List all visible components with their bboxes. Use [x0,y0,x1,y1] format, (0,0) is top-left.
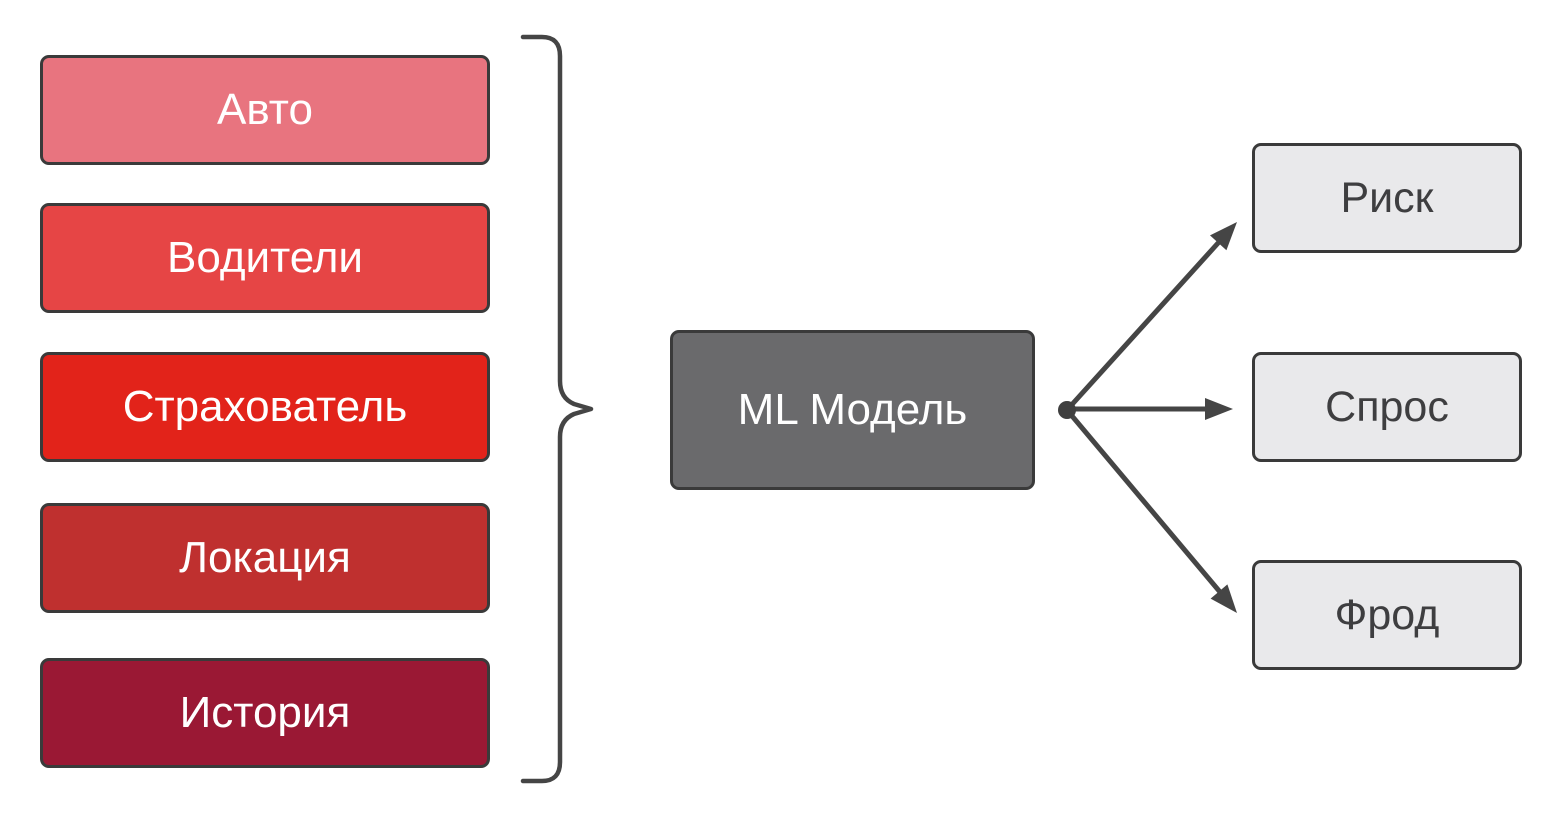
arrow-fraud-line [1065,408,1222,594]
ml-model-box: ML Модель [670,330,1035,490]
input-box-location: Локация [40,503,490,613]
output-box-fraud: Фрод [1252,560,1522,670]
output-box-risk: Риск [1252,143,1522,253]
input-box-location-label: Локация [179,533,351,582]
input-box-history-label: История [179,688,351,737]
input-box-auto-label: Авто [217,85,313,134]
input-box-history: История [40,658,490,768]
input-box-drivers: Водители [40,203,490,313]
output-box-risk-label: Риск [1340,173,1434,222]
junction-dot [1058,401,1076,419]
output-box-demand: Спрос [1252,352,1522,462]
inputs-brace [520,34,594,784]
input-box-auto: Авто [40,55,490,165]
output-box-fraud-label: Фрод [1334,590,1440,639]
input-box-policyholder-label: Страхователь [122,382,408,431]
arrow-risk-line [1065,240,1221,412]
arrow-fraud-head [1210,584,1237,613]
ml-model-label: ML Модель [737,385,968,434]
input-box-drivers-label: Водители [166,233,364,282]
input-box-policyholder: Страхователь [40,352,490,462]
arrow-risk-head [1210,222,1237,251]
arrow-demand-head [1205,398,1233,420]
output-box-demand-label: Спрос [1325,382,1449,431]
